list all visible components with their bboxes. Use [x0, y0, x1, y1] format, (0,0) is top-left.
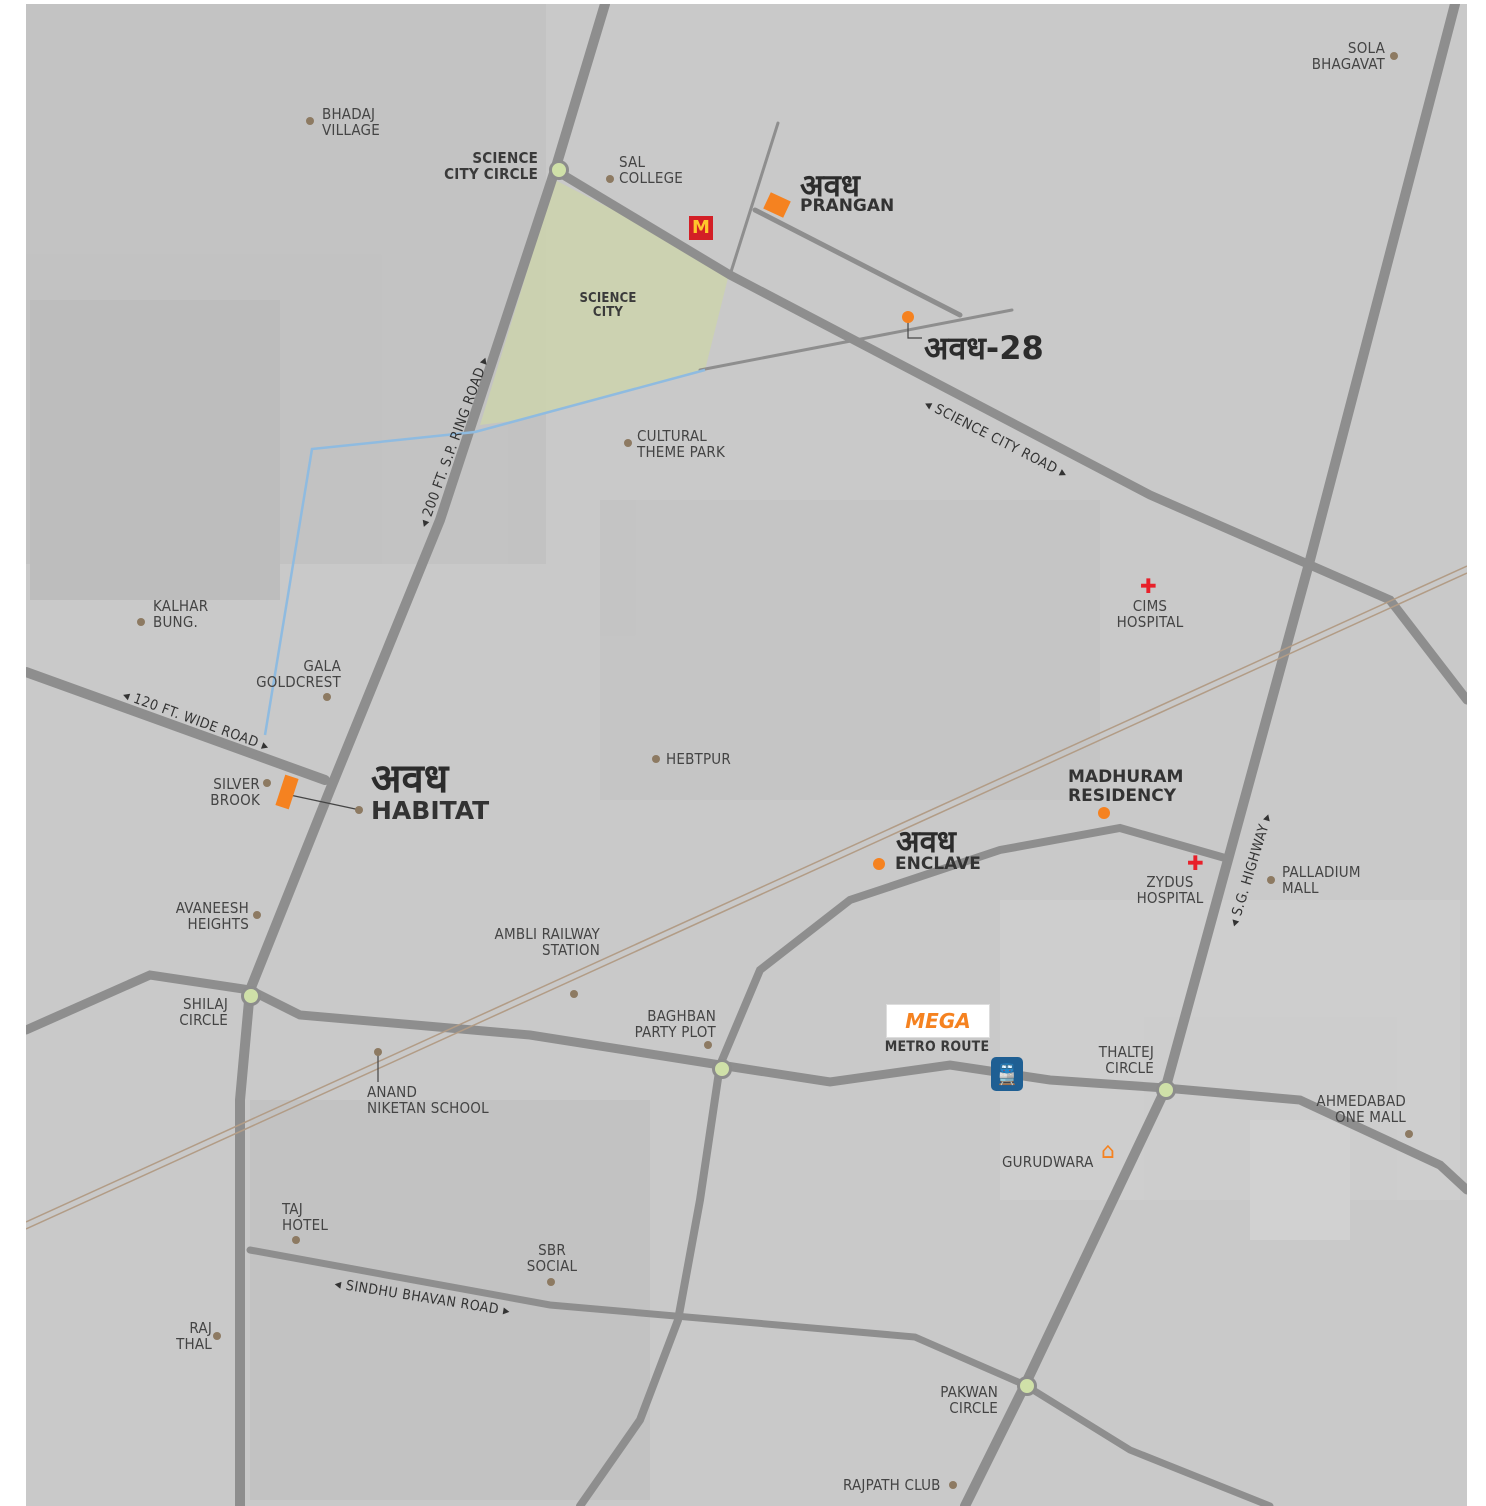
thaltej-circle-node	[1156, 1080, 1176, 1100]
bhadaj-village-dot	[306, 117, 314, 125]
palladium-mall-dot	[1267, 876, 1275, 884]
avadh28-marker[interactable]	[902, 311, 914, 323]
cultural-theme-park-dot	[624, 439, 632, 447]
madhuram-name: MADHURAM RESIDENCY	[1068, 767, 1184, 806]
sola-bhagavat-label: SOLA BHAGAVAT	[1311, 39, 1385, 73]
enclave-hindi: अवध	[896, 824, 956, 860]
sal-college-label: SAL COLLEGE	[619, 153, 683, 187]
habitat-name: HABITAT	[371, 796, 490, 825]
ambli-railway-station-dot	[570, 990, 578, 998]
satellite-texture	[26, 4, 1460, 1500]
silver-brook-dot	[263, 779, 271, 787]
thaltej-circle-label: THALTEJ CIRCLE	[1098, 1043, 1154, 1077]
baghban-party-plot-dot	[704, 1041, 712, 1049]
anand-niketan-dot	[374, 1048, 382, 1056]
ambli-railway-station-label: AMBLI RAILWAY STATION	[494, 925, 600, 959]
raj-thal-dot	[213, 1332, 221, 1340]
baghban-party-plot-label: BAGHBAN PARTY PLOT	[634, 1007, 716, 1041]
gala-goldcrest-dot	[323, 693, 331, 701]
taj-hotel-label: TAJ HOTEL	[282, 1200, 329, 1234]
kalhar-bung-dot	[137, 618, 145, 626]
science-city-label: SCIENCE CITY	[579, 291, 637, 320]
rajpath-club-label: RAJPATH CLUB	[843, 1476, 941, 1494]
kalhar-bung-label: KALHAR BUNG.	[153, 597, 209, 631]
ahmedabad-one-mall-dot	[1405, 1130, 1413, 1138]
enclave-name: ENCLAVE	[895, 854, 981, 874]
gala-goldcrest-label: GALA GOLDCREST	[256, 657, 341, 691]
ahmedabad-one-mall-label: AHMEDABAD ONE MALL	[1316, 1092, 1406, 1126]
palladium-mall-label: PALLADIUM MALL	[1282, 863, 1361, 897]
shilaj-circle-label: SHILAJ CIRCLE	[179, 995, 228, 1029]
railway-line	[26, 565, 1467, 1230]
metro-train-icon: 🚆	[991, 1057, 1023, 1091]
avaneesh-heights-label: AVANEESH HEIGHTS	[175, 899, 249, 933]
cultural-theme-park-label: CULTURAL THEME PARK	[637, 427, 726, 461]
habitat-pointer-dot	[355, 806, 363, 814]
avaneesh-heights-dot	[253, 911, 261, 919]
metro-route-label: METRO ROUTE	[884, 1039, 990, 1055]
map-roads-layer	[26, 4, 1467, 1506]
shilaj-circle-node	[241, 986, 261, 1006]
anand-niketan-label: ANAND NIKETAN SCHOOL	[367, 1083, 489, 1117]
sola-bhagavat-dot	[1390, 52, 1398, 60]
zydus-hospital-label: ZYDUS HOSPITAL	[1136, 873, 1204, 907]
avadh28-title: अवध-28	[924, 329, 1044, 367]
baghban-circle-node	[712, 1059, 732, 1079]
madhuram-marker[interactable]	[1098, 807, 1110, 819]
rajpath-club-dot	[949, 1481, 957, 1489]
pakwan-circle-node	[1017, 1376, 1037, 1396]
hebtpur-label: HEBTPUR	[666, 750, 731, 768]
connector-line	[263, 368, 706, 736]
zydus-hospital-icon: ✚	[1187, 851, 1204, 875]
hebtpur-dot	[652, 755, 660, 763]
sbr-social-dot	[547, 1278, 555, 1286]
raj-thal-label: RAJ THAL	[176, 1319, 212, 1353]
sbr-social-label: SBR SOCIAL	[526, 1241, 578, 1275]
prangan-hindi: अवध	[800, 168, 860, 204]
mcdonalds-logo: M	[689, 216, 713, 240]
gurudwara-icon: ⌂	[1101, 1139, 1115, 1164]
silver-brook-label: SILVER BROOK	[210, 775, 260, 809]
pakwan-circle-label: PAKWAN CIRCLE	[940, 1383, 998, 1417]
prangan-name: PRANGAN	[800, 196, 895, 216]
taj-hotel-dot	[292, 1236, 300, 1244]
habitat-hindi: अवध	[371, 756, 449, 802]
science-city-circle-node	[549, 160, 569, 180]
mega-logo: MEGA	[886, 1004, 990, 1038]
cims-hospital-label: CIMS HOSPITAL	[1116, 597, 1184, 631]
bhadaj-village-label: BHADAJ VILLAGE	[322, 105, 380, 139]
science-city-circle-label: SCIENCE CITY CIRCLE	[444, 149, 538, 183]
sal-college-dot	[606, 175, 614, 183]
gurudwara-label: GURUDWARA	[1002, 1153, 1094, 1171]
cims-hospital-icon: ✚	[1140, 574, 1157, 598]
enclave-marker[interactable]	[873, 858, 885, 870]
area-map: अवध PRANGAN अवध-28 अवध HABITAT अवध ENCLA…	[26, 4, 1467, 1506]
